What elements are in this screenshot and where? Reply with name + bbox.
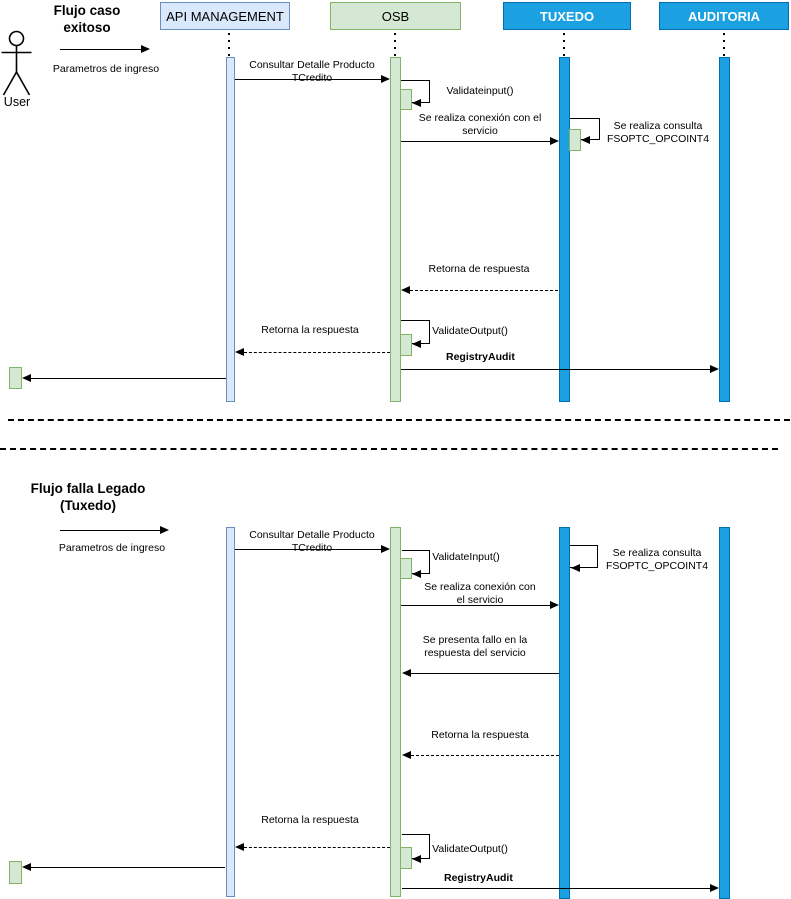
activation-osb-flow1: [390, 57, 401, 402]
flow1-selfloop-consulta-arrowhead-icon: [581, 136, 590, 144]
flow2-msg-conexion-arrowhead-icon: [550, 601, 559, 609]
participant-header-tuxedo: TUXEDO: [503, 2, 631, 30]
flow1-msg-retorna-api-arrowhead-icon: [235, 348, 244, 356]
flow1-msg-retorna-tuxedo-label: Retorna de respuesta: [428, 263, 530, 275]
flow2-msg-retorna-api-line: [244, 847, 390, 848]
flow1-self-activation-osb-output: [400, 334, 412, 356]
flow2-trigger-arrow-line: [60, 530, 160, 531]
flow1-selfloop-validateoutput-arrowhead-icon: [412, 340, 421, 348]
flow1-msg-conexion-arrowhead-icon: [550, 137, 559, 145]
activation-auditoria-flow1: [719, 57, 730, 402]
flow1-msg-validateoutput-label: ValidateOutput(): [432, 325, 508, 337]
lifeline-tuxedo: [563, 33, 565, 56]
flow2-user-return-box: [9, 861, 22, 884]
flow2-return-user-arrowhead-icon: [22, 863, 31, 871]
flow2-selfloop-validateinput-arrowhead-icon: [412, 570, 421, 578]
flow2-msg-retorna-tuxedo-arrowhead-icon: [402, 751, 411, 759]
flow2-msg-fallo-arrowhead-icon: [402, 669, 411, 677]
flow2-msg-consulta-label: Se realiza consulta FSOPTC_OPCOINT4: [605, 547, 709, 572]
flow2-msg-consultar-line: [235, 549, 381, 550]
flow2-selfloop-consulta: [570, 545, 598, 568]
flow1-msg-conexion-label: Se realiza conexión con el servicio: [418, 112, 542, 137]
flow1-msg-registryaudit-label: RegistryAudit: [446, 351, 515, 363]
flow1-msg-retorna-tuxedo-line: [410, 290, 558, 291]
lifeline-api: [228, 33, 230, 56]
flow2-msg-retorna-tuxedo-line: [411, 755, 559, 756]
user-actor-icon: [1, 30, 33, 96]
lifeline-osb: [394, 33, 396, 56]
flow1-self-activation-osb-input: [400, 89, 412, 110]
flow2-self-activation-osb-output: [400, 847, 412, 869]
flow1-msg-retorna-api-line: [244, 352, 390, 353]
flow1-msg-consulta-label: Se realiza consulta FSOPTC_OPCOINT4: [606, 120, 710, 145]
flow2-self-activation-osb-input: [400, 558, 412, 579]
flow1-self-activation-tuxedo: [569, 129, 581, 151]
flow1-msg-consultar-label: Consultar Detalle Producto TCredito: [249, 59, 375, 84]
flow2-msg-validateoutput-label: ValidateOutput(): [432, 843, 508, 855]
flow1-msg-validateinput-label: Validateinput(): [446, 85, 514, 97]
flow1-msg-registryaudit-arrowhead-icon: [710, 365, 719, 373]
activation-osb-flow2: [390, 527, 401, 897]
lifeline-auditoria: [723, 33, 725, 56]
flow1-trigger-arrow-line: [60, 49, 141, 50]
flow2-msg-registryaudit-arrowhead-icon: [710, 884, 719, 892]
flow2-return-user-line: [31, 867, 225, 868]
flow-separator: [0, 448, 778, 450]
flow2-title: Flujo falla Legado (Tuxedo): [30, 481, 146, 513]
flow1-msg-registryaudit-line: [401, 369, 710, 370]
flow1-trigger-label: Parametros de ingreso: [52, 63, 160, 75]
flow2-msg-consultar-arrowhead-icon: [381, 545, 390, 553]
flow1-trigger-arrowhead-icon: [141, 45, 150, 53]
activation-api-flow1: [226, 57, 235, 402]
flow2-msg-conexion-line: [401, 605, 550, 606]
flow1-title: Flujo caso exitoso: [53, 3, 121, 35]
flow2-msg-consultar-label: Consultar Detalle Producto TCredito: [249, 529, 375, 554]
flow2-msg-conexion-label: Se realiza conexión con el servicio: [424, 581, 536, 606]
flow1-return-user-line: [31, 378, 226, 379]
flow1-selfloop-validateinput-arrowhead-icon: [412, 99, 421, 107]
flow2-trigger-label: Parametros de ingreso: [58, 542, 166, 554]
flow2-trigger-arrowhead-icon: [160, 526, 169, 534]
flow1-msg-conexion-line: [401, 141, 550, 142]
flow2-msg-registryaudit-line: [402, 888, 710, 889]
flow1-msg-consultar-arrowhead-icon: [381, 75, 390, 83]
activation-tuxedo-flow2: [559, 527, 570, 899]
flow2-msg-retorna-api-arrowhead-icon: [235, 843, 244, 851]
flow1-return-user-arrowhead-icon: [22, 374, 31, 382]
flow2-msg-retorna-tuxedo-label: Retorna la respuesta: [431, 729, 529, 741]
participant-header-osb: OSB: [330, 2, 461, 30]
flow2-msg-registryaudit-label: RegistryAudit: [444, 872, 513, 884]
flow2-msg-retorna-api-label: Retorna la respuesta: [261, 814, 359, 826]
user-actor-label: User: [3, 95, 31, 109]
activation-api-flow2: [226, 527, 235, 897]
flow2-selfloop-validateoutput-arrowhead-icon: [412, 855, 421, 863]
flow2-msg-fallo-label: Se presenta fallo en la respuesta del se…: [422, 634, 528, 659]
flow2-msg-validateinput-label: ValidateInput(): [432, 551, 500, 563]
participant-header-api-management: API MANAGEMENT: [160, 2, 290, 30]
flow1-msg-retorna-tuxedo-arrowhead-icon: [401, 286, 410, 294]
flow1-msg-retorna-api-label: Retorna la respuesta: [261, 324, 359, 336]
flow2-msg-fallo-line: [411, 673, 559, 674]
flow1-msg-consultar-line: [235, 79, 381, 80]
flow-separator: [8, 419, 790, 421]
flow2-selfloop-consulta-arrowhead-icon: [571, 564, 580, 572]
participant-header-auditoria: AUDITORIA: [659, 2, 789, 30]
activation-auditoria-flow2: [719, 527, 730, 899]
flow1-user-return-box: [9, 367, 22, 389]
activation-tuxedo-flow1: [559, 57, 570, 402]
